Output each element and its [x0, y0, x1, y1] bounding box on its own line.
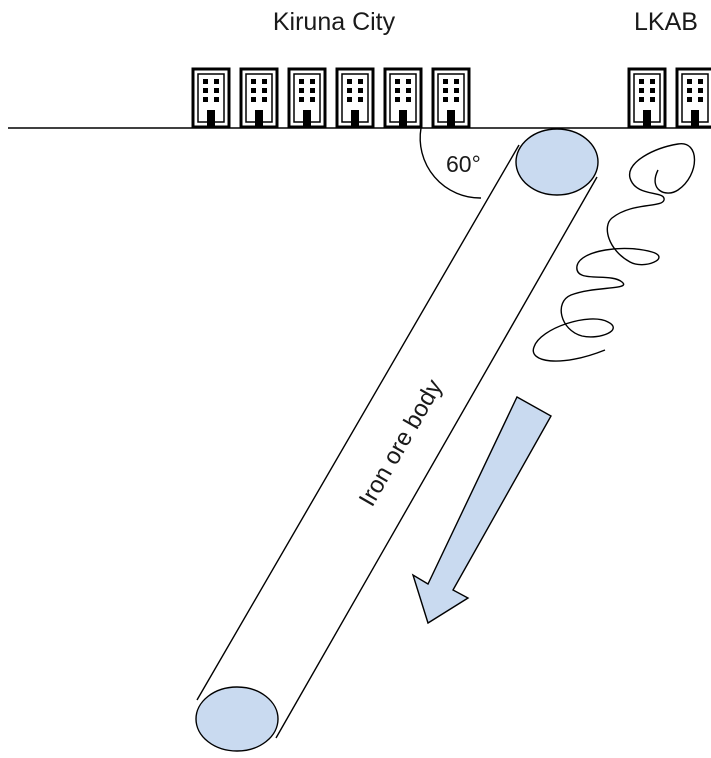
building-icon — [191, 67, 231, 129]
city-label: Kiruna City — [273, 8, 396, 36]
building-icon — [335, 67, 375, 129]
angle-label: 60° — [446, 151, 481, 177]
ore-body-bottom-end — [195, 686, 279, 752]
ore-body-label: Iron ore body — [354, 375, 448, 511]
angle-arc — [419, 127, 482, 199]
ore-body-top-end — [515, 128, 599, 196]
city-buildings — [191, 67, 471, 129]
building-icon — [287, 67, 327, 129]
building-icon — [431, 67, 471, 129]
movement-arrow — [411, 396, 552, 625]
squiggle-line — [532, 143, 696, 362]
building-icon — [627, 67, 667, 129]
company-label: LKAB — [634, 8, 698, 36]
building-icon — [675, 67, 711, 129]
ore-body-edge — [275, 176, 598, 739]
building-icon — [383, 67, 423, 129]
building-icon — [239, 67, 279, 129]
ore-body-edge — [196, 144, 520, 701]
company-buildings — [627, 67, 711, 129]
